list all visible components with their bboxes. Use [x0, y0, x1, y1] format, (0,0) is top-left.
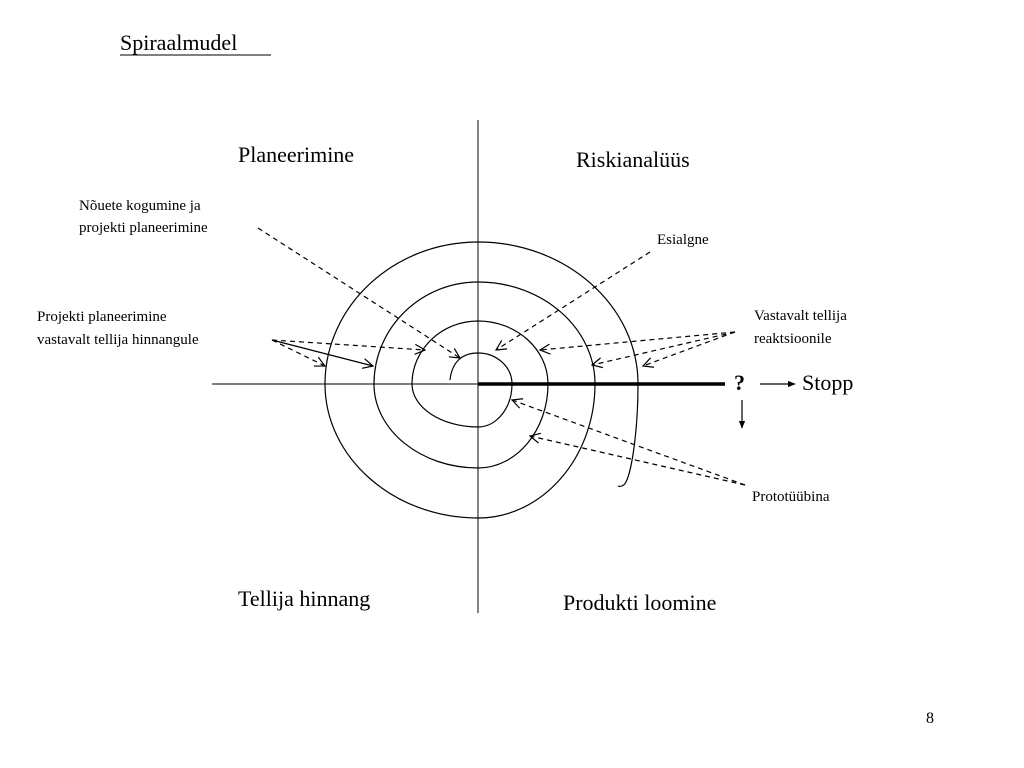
quadrant-product-creation: Produkti loomine [563, 590, 717, 615]
arrow-evaluation-1 [271, 339, 325, 366]
page-number: 8 [926, 710, 934, 727]
label-requirements-1: Nõuete kogumine ja [79, 198, 201, 214]
arrow-evaluation-2 [271, 339, 425, 350]
arrow-reaction-3 [643, 331, 736, 366]
spiral-curve [324, 241, 639, 519]
decision-question: ? [734, 370, 745, 395]
arrow-evaluation-solid [271, 339, 373, 366]
slide-title: Spiraalmudel [120, 30, 238, 55]
stop-label: Stopp [802, 370, 854, 395]
quadrant-risk-analysis: Riskianalüüs [576, 147, 690, 172]
arrow-reaction-2 [592, 331, 736, 365]
quadrant-customer-evaluation: Tellija hinnang [238, 586, 371, 611]
arrow-prototype-2 [530, 436, 746, 486]
label-reaction-1: Vastavalt tellija [754, 308, 847, 324]
quadrant-planning: Planeerimine [238, 142, 355, 167]
label-prototype: Prototüübina [752, 489, 830, 505]
label-preliminary: Esialgne [657, 232, 709, 248]
arrow-prototype-1 [512, 400, 746, 486]
arrow-preliminary [496, 251, 651, 350]
label-evaluation-2: vastavalt tellija hinnangule [37, 332, 199, 348]
label-evaluation-1: Projekti planeerimine [37, 309, 167, 325]
label-reaction-2: reaktsioonile [754, 331, 832, 347]
label-requirements-2: projekti planeerimine [79, 220, 208, 236]
arrow-reaction-1 [540, 331, 736, 350]
arrow-requirements [257, 227, 460, 358]
